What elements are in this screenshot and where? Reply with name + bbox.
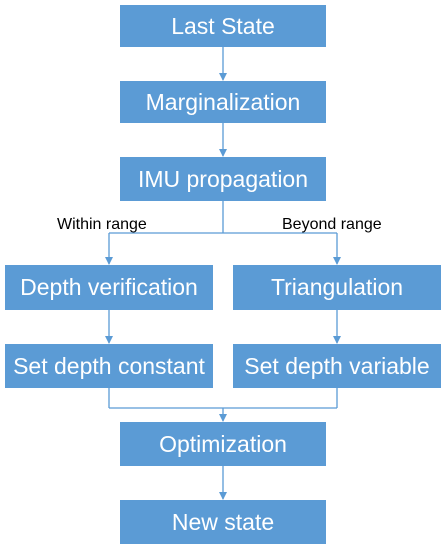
node-optimization-label: Optimization: [159, 430, 287, 457]
node-marginalization: Marginalization: [120, 81, 326, 123]
node-set-depth-constant: Set depth constant: [5, 344, 213, 388]
node-imu-propagation: IMU propagation: [120, 157, 326, 201]
node-depth-verification: Depth verification: [5, 265, 213, 310]
node-optimization: Optimization: [120, 422, 326, 466]
node-depth-verification-label: Depth verification: [20, 274, 198, 300]
node-set-depth-constant-label: Set depth constant: [13, 352, 205, 379]
node-last-state: Last State: [120, 5, 326, 47]
node-triangulation-label: Triangulation: [270, 274, 404, 300]
node-set-depth-variable: Set depth variable: [233, 344, 441, 388]
node-new-state: New state: [120, 500, 326, 544]
node-triangulation: Triangulation: [233, 265, 441, 310]
node-marginalization-label: Marginalization: [145, 88, 301, 115]
node-imu-propagation-label: IMU propagation: [137, 165, 309, 192]
branch-label-beyond-range: Beyond range: [282, 216, 382, 233]
branch-label-within-range: Within range: [57, 216, 147, 233]
node-new-state-label: New state: [171, 508, 275, 535]
node-last-state-label: Last State: [171, 12, 275, 39]
node-set-depth-variable-label: Set depth variable: [244, 352, 430, 379]
